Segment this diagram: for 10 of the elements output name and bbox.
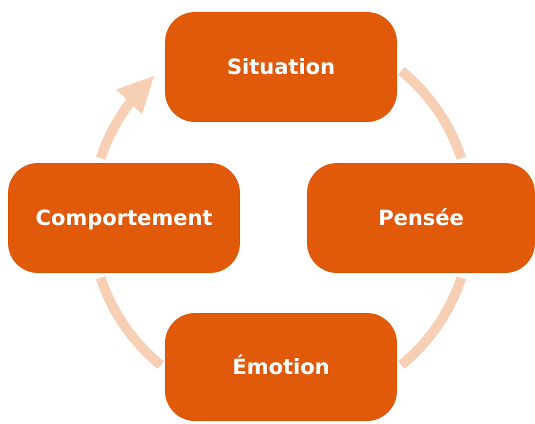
box-label: Pensée <box>378 206 464 230</box>
rounded-box <box>307 163 535 273</box>
box-label: Émotion <box>232 355 330 379</box>
rounded-box <box>165 12 397 122</box>
box-label: Comportement <box>36 206 212 230</box>
rounded-box <box>8 163 240 273</box>
arrow <box>96 76 154 162</box>
box-label: Situation <box>226 55 336 79</box>
connector-line <box>396 274 466 370</box>
rounded-box <box>165 313 397 421</box>
